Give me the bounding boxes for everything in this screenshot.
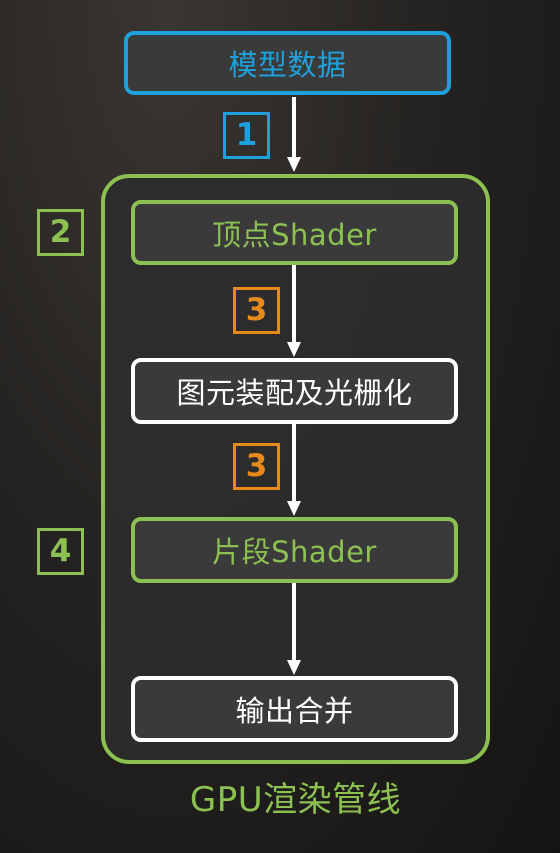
step-4-badge: 4	[37, 528, 84, 575]
model-data-node: 模型数据	[124, 31, 451, 95]
arrow-model-to-vertex	[287, 97, 301, 172]
step-3-badge-lower: 3	[233, 443, 280, 490]
step-1-badge: 1	[223, 112, 270, 159]
output-merge-node: 输出合并	[131, 676, 458, 742]
pipeline-caption: GPU渲染管线	[189, 780, 402, 820]
step-3-badge-upper: 3	[233, 287, 280, 334]
vertex-shader-node: 顶点Shader	[131, 200, 458, 265]
primitive-assembly-rasterization-node: 图元装配及光栅化	[131, 358, 458, 424]
fragment-shader-node: 片段Shader	[131, 517, 458, 583]
step-2-badge: 2	[37, 209, 84, 256]
